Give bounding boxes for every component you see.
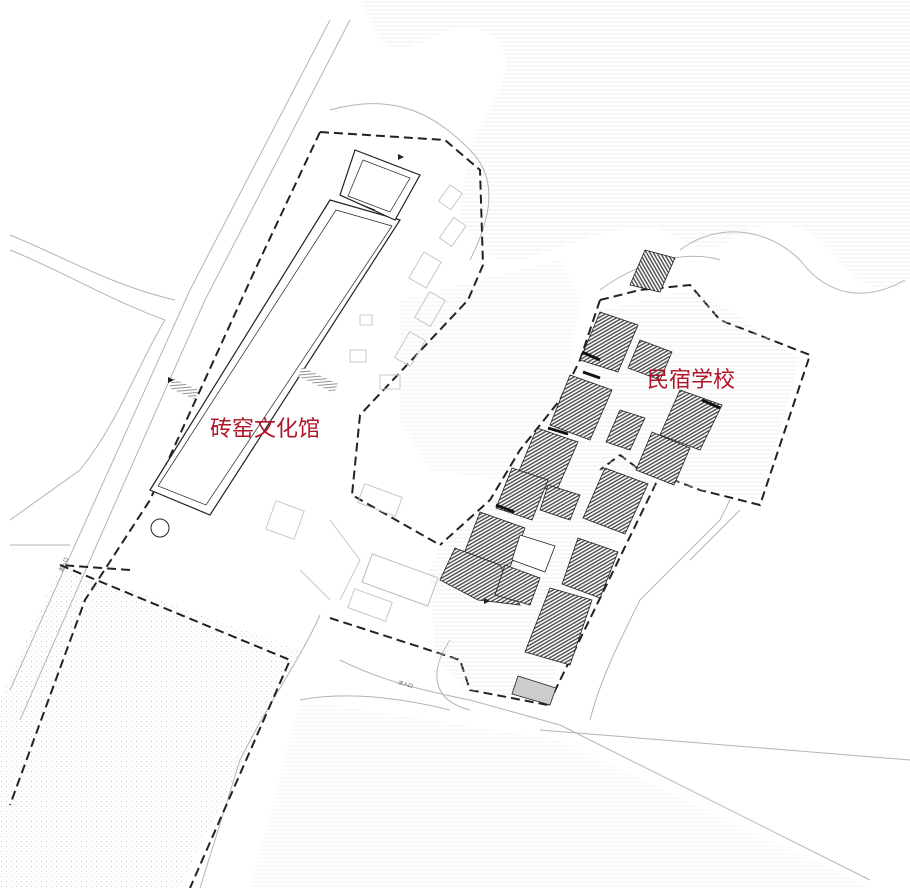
- ramp-east: [297, 367, 339, 393]
- brick-kiln-museum-building: [149, 149, 421, 538]
- landscape-hatch-area: [360, 0, 910, 289]
- landscape-hatch-mid: [400, 260, 580, 480]
- homestay-buildings: [439, 249, 723, 706]
- roof-accents: [495, 350, 721, 514]
- ramp-west: [169, 378, 199, 400]
- lower-hatch-area: [250, 700, 870, 888]
- roads: [9, 19, 910, 888]
- landscape-fragments: [265, 184, 467, 622]
- entrance-label-south: 次入口: [397, 679, 413, 690]
- label-homestay-school: 民宿学校: [647, 368, 735, 393]
- label-brick-kiln-museum: 砖窑文化馆: [210, 417, 320, 442]
- entrance-markers: [168, 154, 490, 604]
- field-dotted-area: [0, 565, 300, 888]
